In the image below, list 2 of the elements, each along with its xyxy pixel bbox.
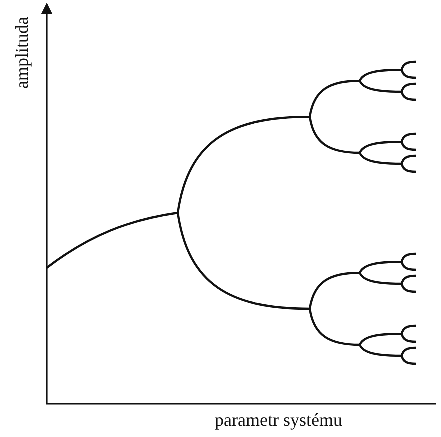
axis-label: parametr systému [215, 411, 342, 429]
axis-label: amplituda [13, 17, 31, 89]
